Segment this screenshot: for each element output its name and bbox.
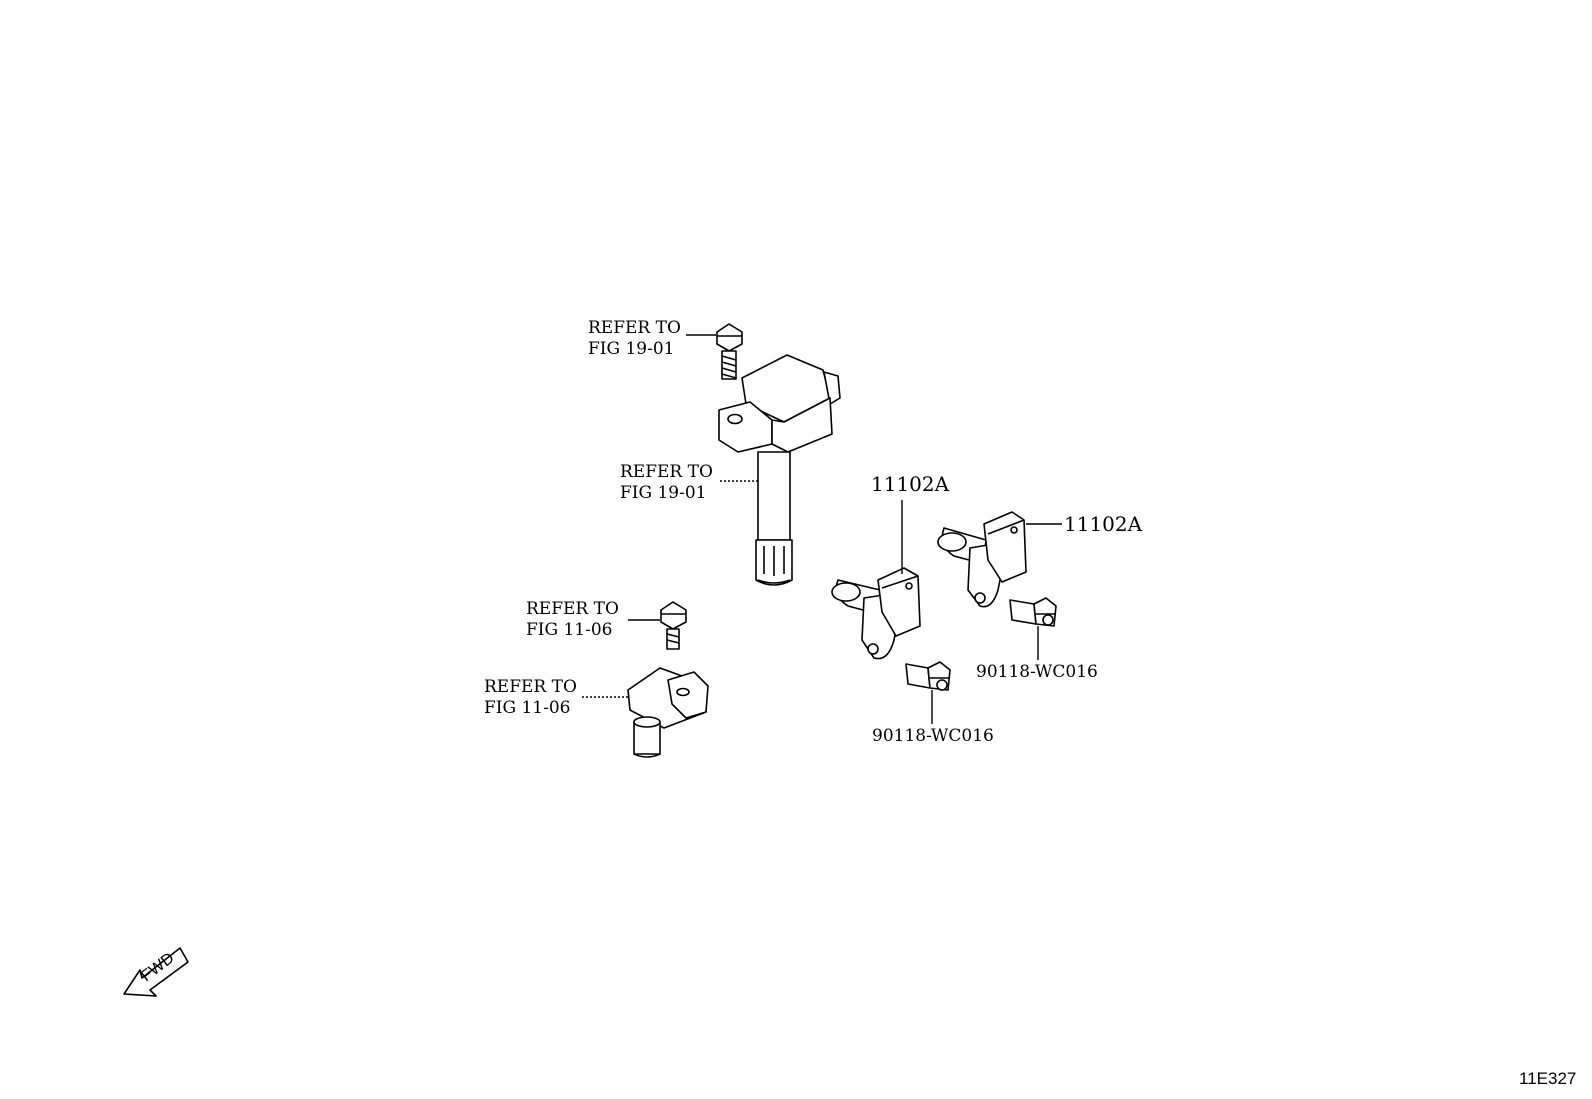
callout-refer-fig-11-06-sensor: REFER TO FIG 11-06 <box>484 677 577 718</box>
diagram-code: 11E327 <box>1519 1069 1576 1088</box>
callout-line-1: REFER TO <box>526 599 619 619</box>
crank-sensor-bolt <box>660 601 687 650</box>
cam-sensor-left <box>831 567 921 660</box>
callout-refer-fig-19-01-bolt: REFER TO FIG 19-01 <box>588 318 681 359</box>
callout-line-2: FIG 11-06 <box>484 698 571 718</box>
bolt-left <box>905 661 951 691</box>
callout-line-1: REFER TO <box>484 677 577 697</box>
callout-line-2: FIG 19-01 <box>620 483 707 503</box>
part-number-sensor-right[interactable]: 11102A <box>1064 512 1143 536</box>
coil-bolt <box>716 323 743 380</box>
callout-line-2: FIG 19-01 <box>588 339 675 359</box>
fwd-arrow-icon: FWD <box>123 947 189 997</box>
cam-sensor-right <box>937 511 1027 608</box>
ignition-coil <box>718 354 841 586</box>
callout-refer-fig-11-06-bolt: REFER TO FIG 11-06 <box>526 599 619 640</box>
crank-sensor <box>627 667 709 758</box>
callout-line-2: FIG 11-06 <box>526 620 613 640</box>
callout-line-1: REFER TO <box>588 318 681 338</box>
callout-refer-fig-19-01-coil: REFER TO FIG 19-01 <box>620 462 713 503</box>
part-number-sensor-left[interactable]: 11102A <box>871 472 950 496</box>
bolt-right <box>1009 597 1057 627</box>
part-number-bolt-right[interactable]: 90118-WC016 <box>976 662 1098 682</box>
leader-lines <box>582 334 1062 724</box>
callout-line-1: REFER TO <box>620 462 713 482</box>
part-number-bolt-left[interactable]: 90118-WC016 <box>872 726 994 746</box>
